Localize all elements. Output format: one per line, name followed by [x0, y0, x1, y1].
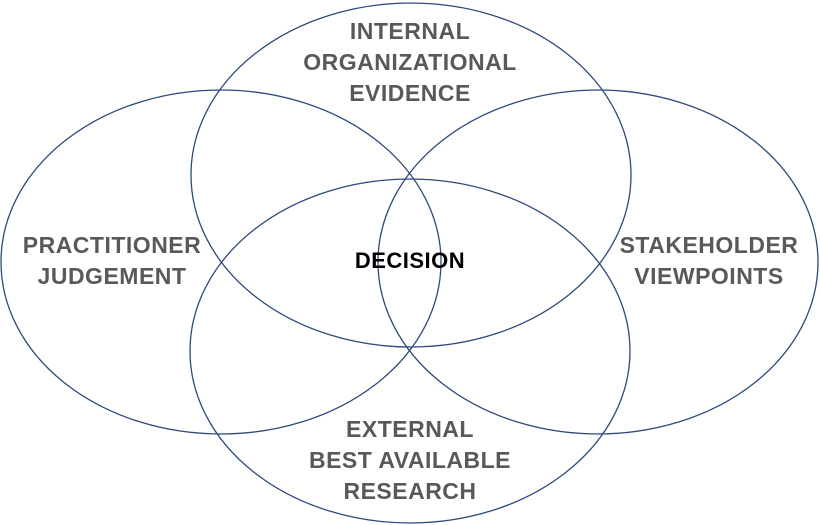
- label-line: INTERNAL: [349, 18, 471, 44]
- label-line: ORGANIZATIONAL: [303, 49, 517, 75]
- label-line: RESEARCH: [343, 478, 477, 504]
- ellipse-stakeholder-viewpoints: [377, 89, 819, 435]
- label-line: VIEWPOINTS: [634, 263, 784, 289]
- label-line: DECISION: [354, 248, 466, 273]
- label-decision: DECISION: [330, 245, 490, 276]
- ellipse-external-best-available-research: [189, 178, 631, 524]
- label-practitioner-judgement: PRACTITIONER JUDGEMENT: [2, 230, 222, 292]
- label-line: EXTERNAL: [346, 416, 474, 442]
- ellipse-internal-organizational-evidence: [190, 2, 632, 348]
- ellipse-practitioner-judgement: [0, 89, 442, 435]
- label-line: BEST AVAILABLE: [308, 447, 512, 473]
- label-line: PRACTITIONER: [22, 232, 202, 258]
- label-stakeholder-viewpoints: STAKEHOLDER VIEWPOINTS: [600, 230, 818, 292]
- label-external-best-available-research: EXTERNAL BEST AVAILABLE RESEARCH: [270, 414, 550, 507]
- label-line: JUDGEMENT: [37, 263, 187, 289]
- label-line: EVIDENCE: [349, 80, 471, 106]
- label-internal-organizational-evidence: INTERNAL ORGANIZATIONAL EVIDENCE: [260, 16, 560, 109]
- label-line: STAKEHOLDER: [619, 232, 799, 258]
